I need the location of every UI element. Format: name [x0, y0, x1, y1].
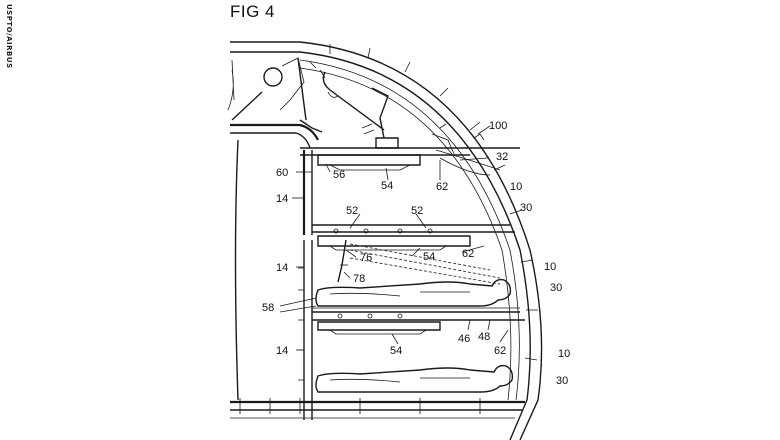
fuselage-skin [227, 41, 543, 440]
callout-32: 32 [496, 151, 508, 163]
callout-14-c: 14 [276, 345, 288, 357]
middle-berth [312, 228, 525, 321]
reference-numerals: 100 32 10 30 60 56 54 62 14 52 52 76 54 … [262, 120, 570, 387]
lying-passenger-lower [315, 364, 514, 393]
callout-52-b: 52 [411, 205, 423, 217]
callout-78: 78 [353, 273, 365, 285]
callout-54-c: 54 [390, 345, 402, 357]
callout-60: 60 [276, 167, 288, 179]
callout-52-a: 52 [346, 205, 358, 217]
callout-54-b: 54 [423, 251, 435, 263]
callout-10-b: 10 [544, 261, 556, 273]
cabin-side-wall [234, 139, 313, 420]
callout-100: 100 [489, 120, 507, 132]
callout-46: 46 [458, 333, 470, 345]
callout-14-b: 14 [276, 262, 288, 274]
callout-14-a: 14 [276, 193, 288, 205]
callout-10-a: 10 [510, 181, 522, 193]
callout-58: 58 [262, 302, 274, 314]
callout-30-b: 30 [550, 282, 562, 294]
callout-10-c: 10 [558, 348, 570, 360]
callout-76: 76 [360, 252, 372, 264]
watermark-credit: USPTO/AIRBUS [5, 4, 13, 69]
main-deck-floor [230, 398, 525, 419]
callout-62-b: 62 [462, 248, 474, 260]
callout-62-c: 62 [494, 345, 506, 357]
callout-30-a: 30 [520, 202, 532, 214]
callout-48: 48 [478, 331, 490, 343]
lying-passenger-middle [315, 278, 512, 307]
wall-ticks [298, 267, 304, 381]
callout-54-a: 54 [381, 180, 393, 192]
callout-62-a: 62 [436, 181, 448, 193]
callout-30-c: 30 [556, 375, 568, 387]
upper-bin-compartment [312, 149, 515, 233]
ceiling-equipment [231, 57, 455, 155]
figure-title: FIG 4 [230, 2, 276, 21]
lower-berth [317, 313, 441, 335]
callout-56: 56 [333, 169, 345, 181]
leader-lines [279, 125, 509, 351]
